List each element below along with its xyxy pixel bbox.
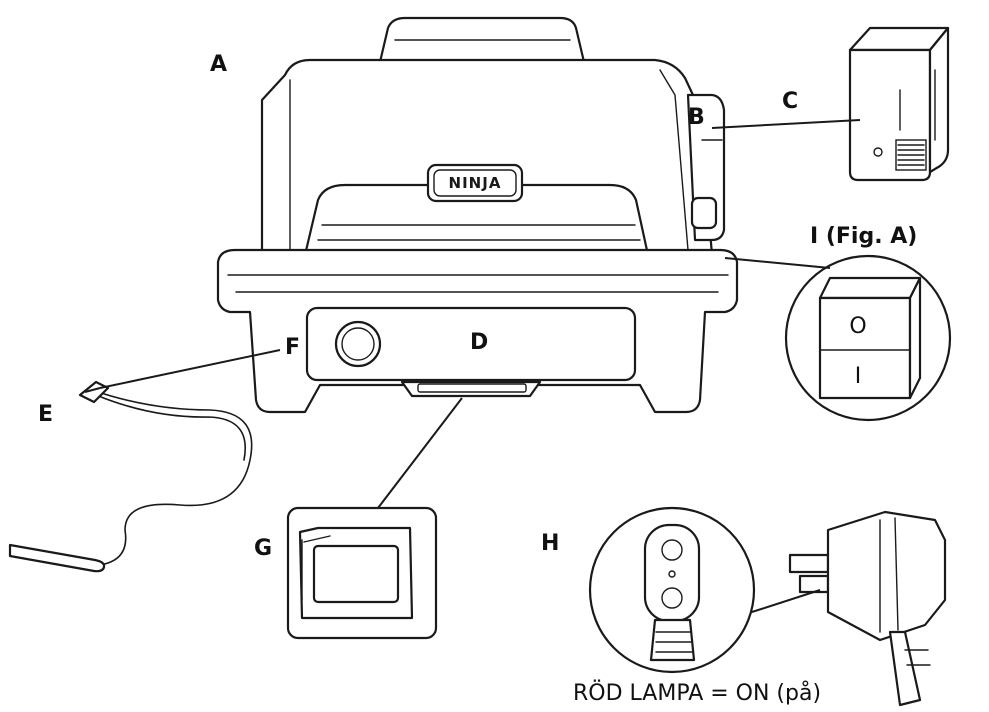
- label-f: F: [285, 335, 300, 360]
- switch-on-symbol: I: [855, 364, 862, 389]
- side-knob: [690, 196, 718, 230]
- food-probe: [8, 380, 253, 573]
- brand-logo: NINJA: [449, 174, 502, 192]
- probe-tip: [8, 543, 106, 573]
- power-switch-inset: O I: [784, 254, 952, 422]
- grill-main-unit: NINJA: [216, 16, 739, 414]
- leader-f: [99, 349, 281, 389]
- smoke-box: [848, 26, 950, 182]
- label-g: G: [254, 536, 272, 561]
- grease-tray-inset: [286, 506, 438, 640]
- brand-badge: [426, 163, 524, 203]
- control-panel: [305, 306, 637, 382]
- label-i: I (Fig. A): [810, 224, 917, 249]
- power-light-caption: RÖD LAMPA = ON (på): [573, 680, 821, 706]
- switch-off-symbol: O: [849, 314, 866, 339]
- power-plug-inset: [588, 506, 947, 707]
- leader-b-c: [711, 119, 861, 129]
- label-b: B: [688, 105, 705, 130]
- leader-lines: [84, 119, 861, 613]
- label-d: D: [470, 330, 488, 355]
- leader-h: [751, 589, 821, 613]
- label-c: C: [782, 89, 798, 114]
- leader-e: [84, 387, 101, 393]
- label-e: E: [38, 402, 53, 427]
- label-h: H: [541, 531, 559, 556]
- leader-g: [377, 397, 463, 509]
- label-a: A: [210, 52, 227, 77]
- leader-i: [724, 257, 831, 269]
- probe-handle: [78, 380, 110, 404]
- lid-front-panel: [303, 183, 650, 257]
